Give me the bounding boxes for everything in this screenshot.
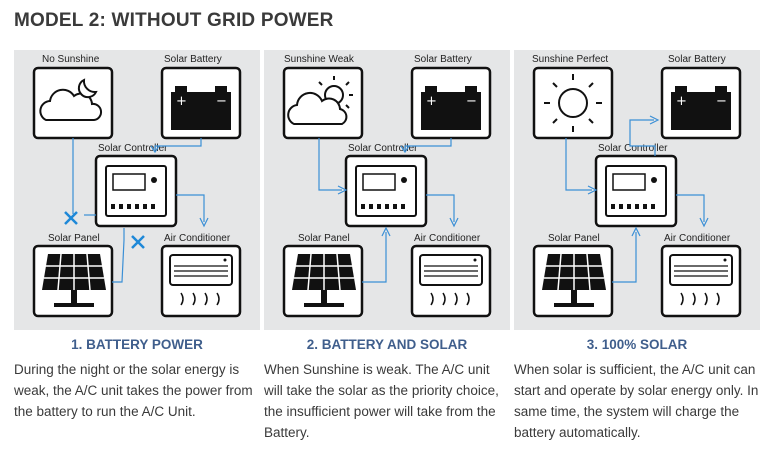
solar-panel-label: Solar Panel [48,233,100,244]
solar-controller-icon [344,154,428,228]
sun-cloud-icon [282,66,364,140]
ac-label: Air Conditioner [414,233,481,244]
air-conditioner-icon [660,244,742,318]
ac-label: Air Conditioner [164,233,231,244]
weather-label: Sunshine Weak [284,54,355,65]
battery-icon: + − [660,66,742,140]
panel-description: When solar is sufficient, the A/C unit c… [514,362,759,440]
svg-text:−: − [466,94,477,109]
battery-label: Solar Battery [668,54,726,65]
solar-panel-label: Solar Panel [548,233,600,244]
panel-heading: 2. BATTERY AND SOLAR [306,337,468,352]
controller-label: Solar Controller [98,143,168,154]
flow-lines [565,115,709,283]
solar-panel-icon [282,244,364,318]
flow-lines [318,138,459,283]
sun-icon [532,66,614,140]
svg-text:−: − [716,94,727,109]
cross-icon [131,235,145,249]
panel-heading: 1. BATTERY POWER [71,337,203,352]
svg-text:+: + [426,94,437,109]
flow-lines [72,138,209,283]
battery-icon: + − [160,66,242,140]
diagram-panel-battery-power: No Sunshine Solar Battery + − Solar Cont… [14,50,260,330]
battery-icon: + − [410,66,492,140]
diagram-panel-battery-and-solar: Sunshine Weak Solar Battery + − Solar Co… [264,50,510,330]
moon-cloud-icon [32,66,114,140]
weather-label: No Sunshine [42,54,100,65]
battery-label: Solar Battery [414,54,472,65]
svg-text:−: − [216,94,227,109]
weather-label: Sunshine Perfect [532,54,608,65]
solar-controller-icon [94,154,178,228]
solar-controller-icon [594,154,678,228]
cross-icon [64,211,78,225]
solar-panel-icon [32,244,114,318]
panel-description: When Sunshine is weak. The A/C unit will… [264,362,499,440]
panel-heading: 3. 100% SOLAR [586,337,688,352]
solar-panel-icon [532,244,614,318]
svg-text:+: + [676,94,687,109]
battery-label: Solar Battery [164,54,222,65]
diagram-panel-100-solar: Sunshine Perfect Solar Battery + − Solar… [514,50,760,330]
ac-label: Air Conditioner [664,233,731,244]
svg-text:+: + [176,94,187,109]
controller-label: Solar Controller [598,143,668,154]
page-title: MODEL 2: WITHOUT GRID POWER [14,10,334,31]
air-conditioner-icon [160,244,242,318]
solar-panel-label: Solar Panel [298,233,350,244]
panel-description: During the night or the solar energy is … [14,362,253,419]
controller-label: Solar Controller [348,143,418,154]
air-conditioner-icon [410,244,492,318]
